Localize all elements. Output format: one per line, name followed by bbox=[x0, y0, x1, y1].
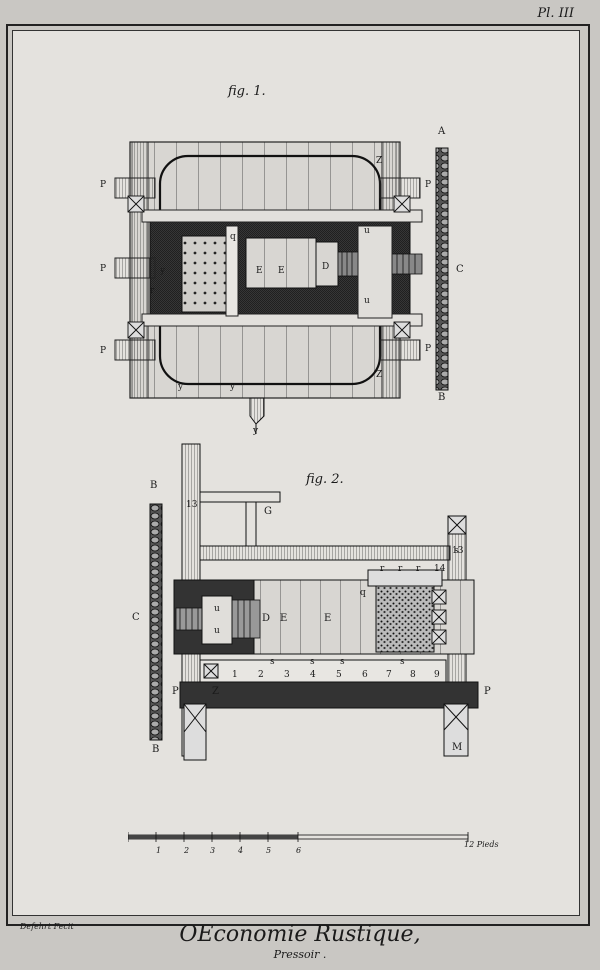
fig2-letter-P-1: P bbox=[172, 686, 179, 697]
scale-number-2: 2 bbox=[184, 846, 190, 855]
fig2-number-1: 1 bbox=[232, 670, 238, 680]
fig2-letter-q: q bbox=[360, 588, 366, 598]
plate-number: Pl. III bbox=[537, 6, 574, 21]
scale-unit-label: 12 Pieds bbox=[464, 840, 499, 849]
scale-number-1: 1 bbox=[156, 846, 162, 855]
fig1-letter-Z-2: Z bbox=[376, 370, 383, 380]
fig1-letter-B: B bbox=[438, 392, 446, 403]
fig1-letter-u-2: u bbox=[364, 296, 370, 306]
fig2-letter-D: D bbox=[262, 613, 271, 624]
fig2-letter-s-3: s bbox=[340, 657, 345, 667]
fig2-number-14: 14 bbox=[434, 564, 446, 574]
fig1-letter-C: C bbox=[456, 264, 464, 275]
plate-outer-border bbox=[6, 24, 590, 926]
fig2-number-5: 5 bbox=[336, 670, 342, 680]
fig2-letter-B-2: B bbox=[152, 744, 160, 755]
fig2-letter-u-1: u bbox=[214, 604, 220, 614]
fig1-letter-P-4: P bbox=[425, 180, 432, 190]
fig2-letter-P-2: P bbox=[484, 686, 491, 697]
fig1-letter-u-1: u bbox=[364, 226, 370, 236]
scale-number-4: 4 bbox=[238, 846, 244, 855]
fig2-number-7: 7 bbox=[386, 670, 392, 680]
fig2-letter-M: M bbox=[452, 742, 463, 753]
fig2-letter-C: C bbox=[132, 612, 140, 623]
fig2-letter-s-5: s bbox=[454, 546, 459, 556]
fig1-letter-P-2: P bbox=[100, 264, 107, 274]
fig2-letter-s-2: s bbox=[310, 657, 315, 667]
plate-subtitle: Pressoir . bbox=[273, 948, 327, 961]
fig1-letter-y-1: y bbox=[160, 266, 166, 276]
fig2-letter-E-2: E bbox=[324, 613, 332, 624]
fig2-letter-r-2: r bbox=[398, 564, 403, 574]
fig1-letter-r: r bbox=[150, 286, 155, 296]
scale-number-3: 3 bbox=[210, 846, 216, 855]
fig1-label: fig. 1. bbox=[228, 84, 266, 99]
fig2-label: fig. 2. bbox=[306, 472, 344, 487]
fig2-letter-E-1: E bbox=[280, 613, 288, 624]
fig1-letter-Z-1: Z bbox=[376, 156, 383, 166]
fig2-letter-r-3: r bbox=[416, 564, 421, 574]
scale-number-6: 6 bbox=[296, 846, 302, 855]
scale-bar bbox=[128, 832, 469, 842]
fig1-drawing bbox=[114, 141, 449, 434]
scale-number-5: 5 bbox=[266, 846, 272, 855]
fig2-letter-B-1: B bbox=[150, 480, 158, 491]
fig2-drawing bbox=[149, 443, 479, 761]
fig2-number-13-right: 13 bbox=[452, 546, 464, 556]
fig2-letter-s-4: s bbox=[400, 657, 405, 667]
fig1-letter-y-2: y bbox=[178, 382, 184, 392]
engraver-credit: Defehrt Fecit bbox=[20, 922, 74, 931]
fig2-letter-s-1: s bbox=[270, 657, 275, 667]
fig2-number-4: 4 bbox=[310, 670, 316, 680]
fig2-letter-Z: Z bbox=[212, 686, 219, 697]
fig2-letter-u-2: u bbox=[214, 626, 220, 636]
fig1-letter-E-2: E bbox=[278, 266, 285, 276]
fig2-number-9: 9 bbox=[434, 670, 440, 680]
fig1-letter-D: D bbox=[322, 262, 330, 272]
fig1-letter-y-3: y bbox=[230, 382, 236, 392]
fig1-letter-P-1: P bbox=[100, 180, 107, 190]
fig1-letter-y-4: y bbox=[253, 426, 259, 436]
fig2-number-3: 3 bbox=[284, 670, 290, 680]
fig2-number-8: 8 bbox=[410, 670, 416, 680]
fig2-number-13-left: 13 bbox=[186, 500, 198, 510]
plate-title: OEconomie Rustique, bbox=[179, 922, 421, 947]
fig2-number-6: 6 bbox=[362, 670, 368, 680]
fig2-letter-r-1: r bbox=[380, 564, 385, 574]
fig1-letter-A: A bbox=[438, 126, 446, 137]
fig2-letter-G: G bbox=[264, 506, 272, 517]
fig1-letter-E-1: E bbox=[256, 266, 263, 276]
fig2-number-2: 2 bbox=[258, 670, 264, 680]
fig1-letter-q: q bbox=[230, 232, 236, 242]
fig1-letter-P-3: P bbox=[100, 346, 107, 356]
fig1-letter-P-5: P bbox=[425, 344, 432, 354]
